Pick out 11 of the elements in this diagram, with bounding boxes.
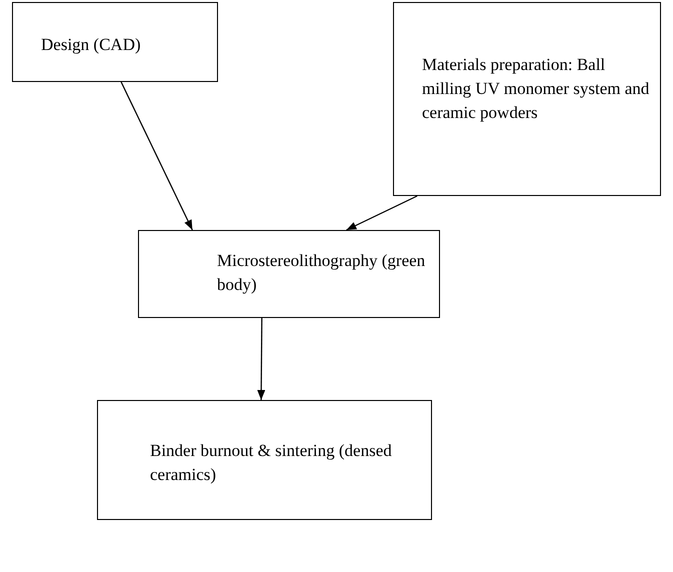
arrow: [120, 82, 193, 230]
arrow: [346, 195, 418, 231]
process-box: [138, 230, 440, 318]
box-text: Design (CAD): [41, 34, 142, 56]
process-box: [97, 400, 432, 520]
box-text: Microstereolithography (green body): [217, 250, 426, 296]
process-box: [12, 2, 218, 82]
box-text: Materials preparation: Ball milling UV monomer system and ceramic powders: [422, 54, 650, 124]
arrow: [257, 318, 266, 400]
box-text: Binder burnout & sintering (densed ceramics): [150, 440, 393, 486]
process-box: [393, 2, 661, 196]
